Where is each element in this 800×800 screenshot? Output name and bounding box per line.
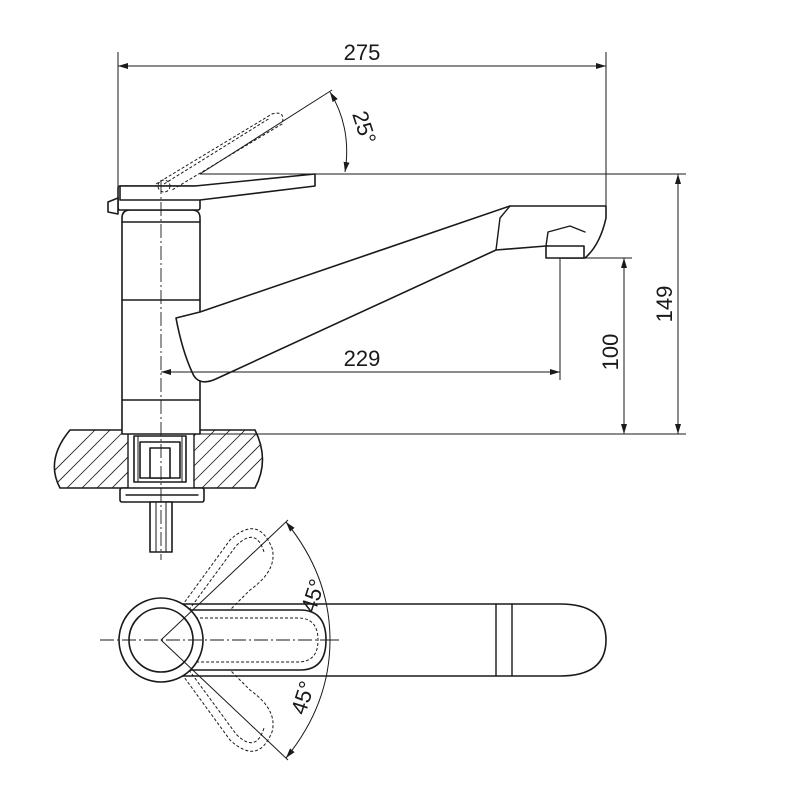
dim-label-275: 275 xyxy=(344,40,381,65)
top-view: 45° 45° xyxy=(100,519,607,761)
dim-total-height: 149 xyxy=(200,173,686,435)
dim-total-length: 275 xyxy=(117,40,607,206)
side-view: 275 25° 229 100 149 xyxy=(53,40,686,560)
lever-raised xyxy=(155,112,284,193)
cartridge-cap xyxy=(107,173,316,215)
dim-spout-reach: 229 xyxy=(161,258,561,380)
spout xyxy=(175,205,607,383)
dim-label-229: 229 xyxy=(344,346,381,371)
lever-rotated-down xyxy=(175,639,274,752)
dim-spout-height: 100 xyxy=(566,257,632,434)
mounting-hardware xyxy=(119,435,205,553)
dim-label-25deg: 25° xyxy=(347,108,381,147)
dim-lever-angle: 25° xyxy=(199,89,381,175)
dim-label-149: 149 xyxy=(652,286,677,323)
dim-label-100: 100 xyxy=(598,334,623,371)
dim-rotation-angle: 45° 45° xyxy=(160,519,338,761)
lever-rotated-up xyxy=(175,528,274,641)
